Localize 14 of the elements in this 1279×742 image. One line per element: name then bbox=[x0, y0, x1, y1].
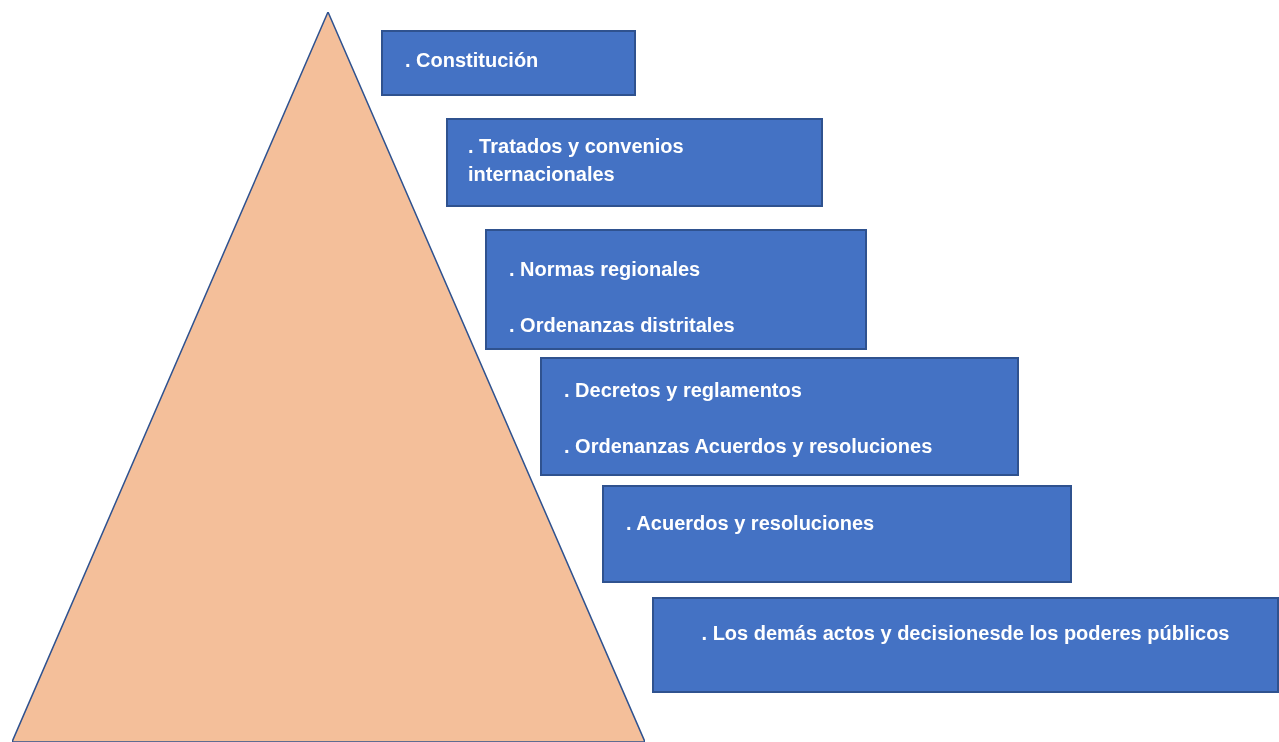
level-text: . Decretos y reglamentos bbox=[564, 378, 802, 403]
level-box bbox=[540, 357, 1019, 476]
level-text: . Tratados y convenios internacionales bbox=[468, 134, 685, 187]
level-text: . Los demás actos y decisionesde los poderes públicos bbox=[701, 621, 1230, 646]
level-box bbox=[602, 485, 1072, 583]
level-box bbox=[485, 229, 867, 350]
level-text: . Constitución bbox=[405, 48, 539, 73]
level-box bbox=[652, 597, 1279, 693]
level-text: . Ordenanzas distritales bbox=[509, 313, 735, 338]
level-text: . Acuerdos y resoluciones bbox=[626, 511, 875, 536]
level-text: . Ordenanzas Acuerdos y resoluciones bbox=[564, 434, 933, 459]
level-box bbox=[381, 30, 636, 96]
level-text: . Normas regionales bbox=[509, 257, 701, 282]
level-box bbox=[446, 118, 823, 207]
